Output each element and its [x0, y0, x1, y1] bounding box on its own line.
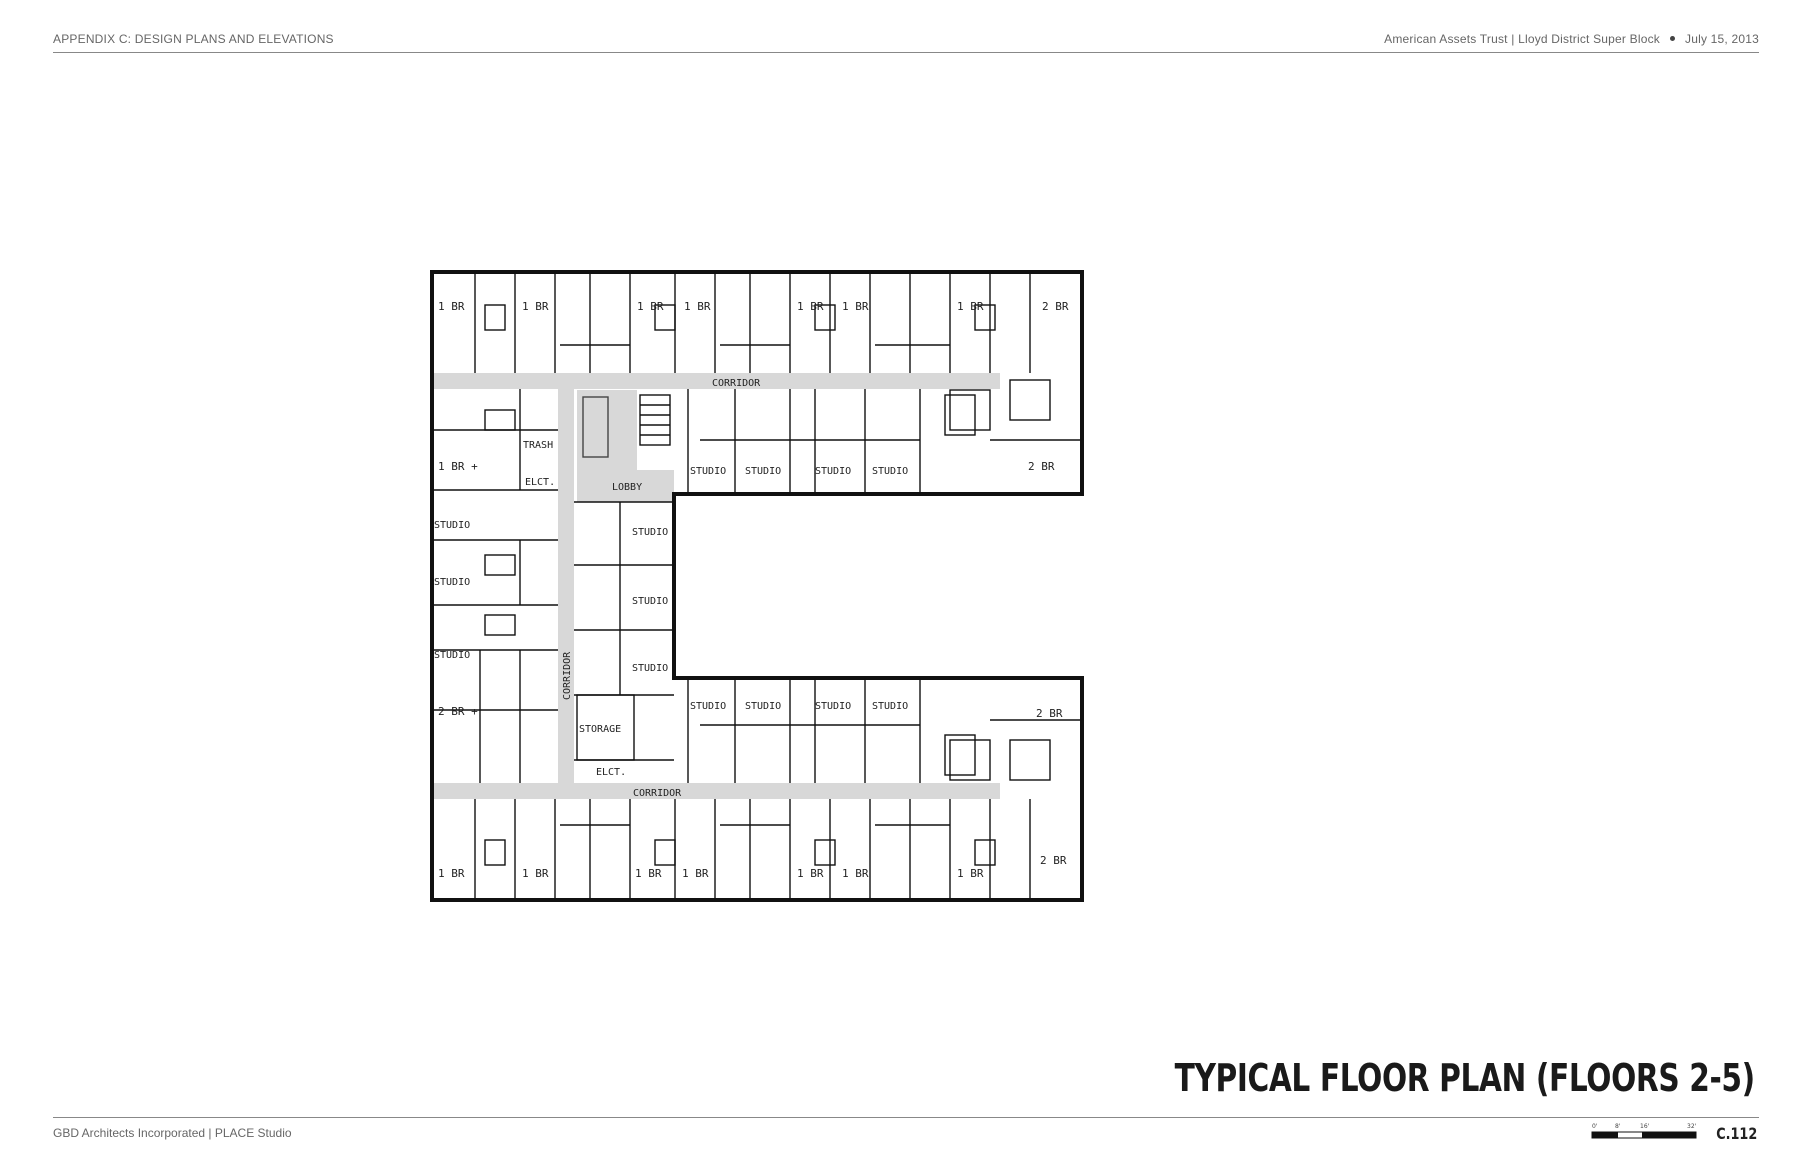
studio-label-left-3: STUDIO: [434, 650, 470, 661]
unit-label-bottom-1: 1 BR: [438, 867, 465, 880]
scale-tick-32: 32': [1687, 1123, 1697, 1130]
lobby-label: LOBBY: [612, 482, 642, 493]
studio-label-ur-2: STUDIO: [745, 466, 781, 477]
trash-label: TRASH: [523, 440, 553, 451]
left-wing-walls: [432, 389, 558, 783]
footer-rule: [53, 1117, 1759, 1118]
page-title: TYPICAL FLOOR PLAN (FLOORS 2-5): [1174, 1056, 1756, 1100]
upper-right-wing-walls: [687, 379, 1082, 494]
two-br-label-lr: 2 BR: [1036, 707, 1063, 720]
top-corridor: [430, 373, 1000, 389]
studio-label-lr-3: STUDIO: [815, 701, 851, 712]
unit-label-bottom-8: 2 BR: [1040, 854, 1067, 867]
header-right: American Assets Trust | Lloyd District S…: [1384, 32, 1759, 46]
lobby-area: [577, 470, 674, 502]
stair-left: [639, 394, 671, 446]
building-outline: [430, 270, 1084, 902]
sheet-number: C.112: [1716, 1124, 1757, 1143]
unit-label-bottom-5: 1 BR: [797, 867, 824, 880]
top-unit-walls: [474, 272, 1031, 373]
one-br-plus-label: 1 BR +: [438, 460, 478, 473]
studio-label-left-2: STUDIO: [434, 577, 470, 588]
scale-tick-8: 8': [1615, 1123, 1621, 1130]
two-br-label-ur: 2 BR: [1028, 460, 1055, 473]
unit-label-bottom-2: 1 BR: [522, 867, 549, 880]
unit-label-bottom-3: 1 BR: [635, 867, 662, 880]
unit-label-top-1: 1 BR: [438, 300, 465, 313]
studio-label-ur-3: STUDIO: [815, 466, 851, 477]
elevator-core: [577, 390, 637, 470]
corridor-label-bottom: CORRIDOR: [633, 788, 682, 799]
document-date: July 15, 2013: [1685, 32, 1759, 46]
elct-label-bottom: ELCT.: [596, 767, 626, 778]
studio-label-ur-4: STUDIO: [872, 466, 908, 477]
studio-label-spine-3: STUDIO: [632, 663, 668, 674]
elevator: [582, 396, 609, 458]
storage-label: STORAGE: [579, 724, 621, 735]
corridor-label-vertical: CORRIDOR: [562, 651, 573, 700]
vertical-corridor: [558, 389, 574, 783]
unit-label-top-5: 1 BR: [797, 300, 824, 313]
footer-credits: GBD Architects Incorporated | PLACE Stud…: [53, 1126, 292, 1140]
header-rule: [53, 52, 1759, 53]
header-left-text: APPENDIX C: DESIGN PLANS AND ELEVATIONS: [53, 32, 334, 46]
bullet-icon: [1670, 36, 1675, 42]
studio-label-spine-1: STUDIO: [632, 527, 668, 538]
project-name: American Assets Trust | Lloyd District S…: [1384, 32, 1660, 46]
unit-label-top-6: 1 BR: [842, 300, 869, 313]
studio-label-lr-4: STUDIO: [872, 701, 908, 712]
unit-label-bottom-4: 1 BR: [682, 867, 709, 880]
stair-right-top: [944, 394, 976, 436]
unit-label-top-8: 2 BR: [1042, 300, 1069, 313]
unit-label-bottom-7: 1 BR: [957, 867, 984, 880]
elct-label-top: ELCT.: [525, 477, 555, 488]
studio-label-lr-2: STUDIO: [745, 701, 781, 712]
spine-unit-walls: [574, 501, 674, 761]
scale-tick-16: 16': [1640, 1123, 1650, 1130]
stair-right-bottom: [944, 734, 976, 776]
bottom-corridor: [430, 783, 1000, 799]
bottom-unit-walls: [474, 799, 1031, 900]
studio-label-lr-1: STUDIO: [690, 701, 726, 712]
lower-right-wing-walls: [687, 678, 1082, 783]
unit-label-top-7: 1 BR: [957, 300, 984, 313]
unit-label-top-2: 1 BR: [522, 300, 549, 313]
unit-label-bottom-6: 1 BR: [842, 867, 869, 880]
studio-label-ur-1: STUDIO: [690, 466, 726, 477]
corridor-label-top: CORRIDOR: [712, 378, 761, 389]
unit-label-top-3: 1 BR: [637, 300, 664, 313]
two-br-plus-label: 2 BR +: [438, 705, 478, 718]
scale-bar: 0' 8' 16' 32': [1591, 1123, 1697, 1139]
scale-tick-0: 0': [1592, 1123, 1598, 1130]
unit-label-top-4: 1 BR: [684, 300, 711, 313]
studio-label-left-1: STUDIO: [434, 520, 470, 531]
studio-label-spine-2: STUDIO: [632, 596, 668, 607]
